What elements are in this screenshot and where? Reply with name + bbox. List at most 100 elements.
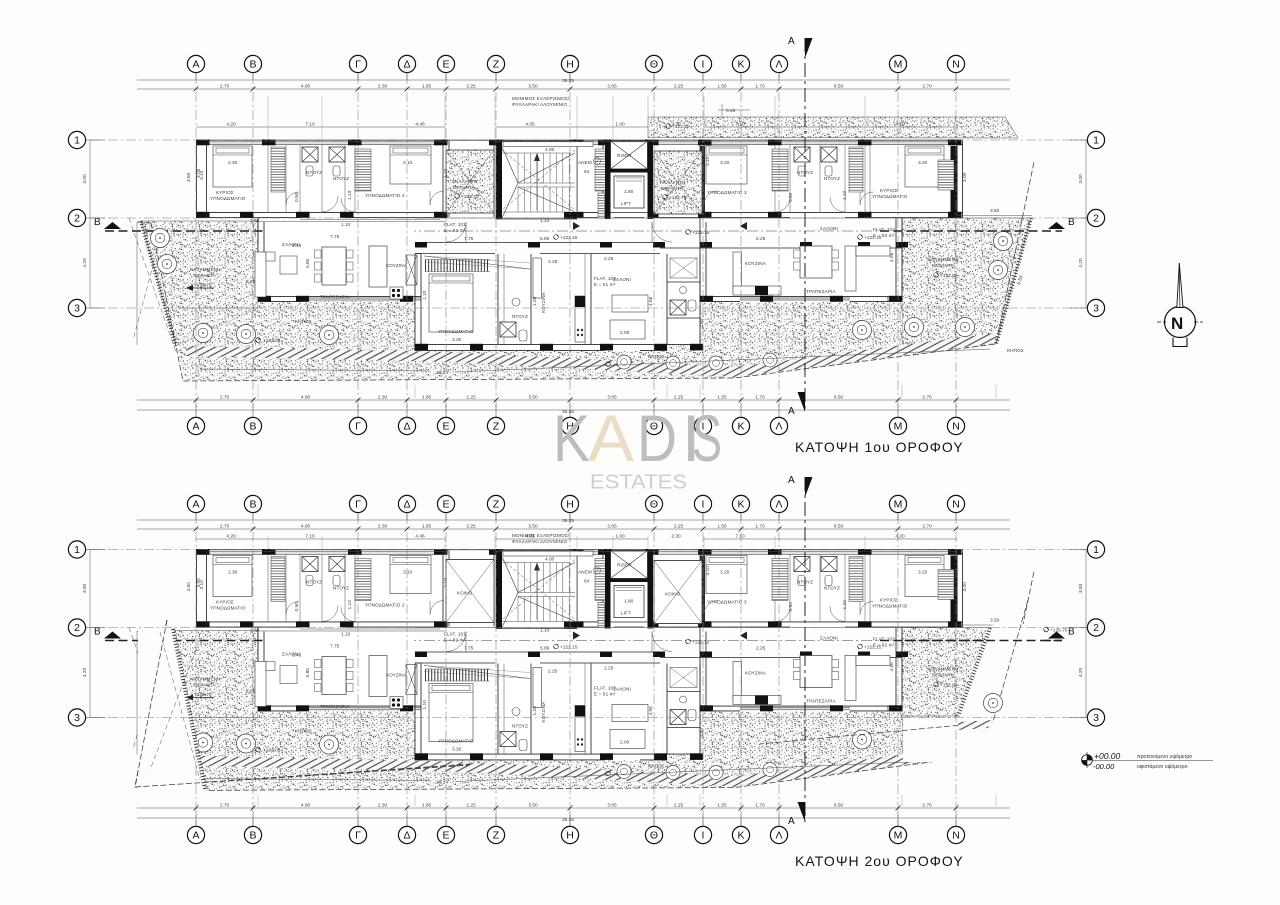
svg-text:1.70: 1.70: [755, 524, 765, 530]
svg-text:LIFT: LIFT: [621, 201, 631, 206]
svg-text:5.86: 5.86: [540, 236, 550, 242]
svg-text:Μ: Μ: [894, 421, 903, 433]
svg-text:36.35: 36.35: [562, 78, 574, 84]
svg-text:1.85: 1.85: [422, 395, 432, 401]
svg-text:Α: Α: [788, 475, 795, 486]
svg-text:1: 1: [74, 135, 80, 147]
svg-text:4.90: 4.90: [301, 803, 311, 809]
svg-text:3.00: 3.00: [82, 174, 88, 184]
svg-text:RISER: RISER: [617, 153, 632, 158]
svg-text:ΥΠΝΟΔΩΜΑΤΙΟ 2: ΥΠΝΟΔΩΜΑΤΙΟ 2: [365, 193, 405, 198]
svg-text:4.20: 4.20: [895, 534, 905, 540]
svg-text:2: 2: [74, 213, 80, 225]
svg-text:2.70: 2.70: [922, 524, 932, 530]
svg-text:Ν: Ν: [952, 499, 960, 511]
svg-text:Δ: Δ: [403, 59, 410, 71]
svg-text:ESTATES: ESTATES: [590, 471, 687, 494]
svg-text:Ζ: Ζ: [493, 421, 500, 433]
svg-text:2.25: 2.25: [548, 259, 558, 265]
svg-text:ΜΟΝΙΜΟΣ ΕΞΑΕΡΙΣΜΟΣ/: ΜΟΝΙΜΟΣ ΕΞΑΕΡΙΣΜΟΣ/: [512, 96, 570, 101]
svg-text:+132.70: +132.70: [669, 195, 687, 201]
svg-text:0.90: 0.90: [294, 192, 300, 202]
svg-text:3: 3: [74, 712, 80, 724]
svg-text:Κ: Κ: [737, 421, 744, 433]
svg-text:2: 2: [1093, 622, 1099, 634]
svg-text:1.70: 1.70: [755, 395, 765, 401]
svg-text:+132.70: +132.70: [461, 194, 479, 200]
svg-text:1.55: 1.55: [717, 803, 727, 809]
svg-text:+132.05: +132.05: [263, 338, 281, 344]
svg-text:Κ: Κ: [737, 499, 744, 511]
svg-text:0.90: 0.90: [788, 192, 794, 202]
svg-text:FLAT. 101: FLAT. 101: [444, 222, 466, 227]
svg-text:ΒΕΡΑΝΤΑ: ΒΕΡΑΝΤΑ: [453, 185, 476, 190]
svg-text:Ε = 82 m²: Ε = 82 m²: [873, 233, 895, 238]
svg-text:I: I: [682, 401, 700, 475]
svg-text:2.70: 2.70: [220, 803, 230, 809]
svg-text:3.50: 3.50: [528, 395, 538, 401]
svg-text:ΚΟΙΝΟ: ΚΟΙΝΟ: [457, 591, 473, 596]
svg-text:2.25: 2.25: [674, 84, 684, 90]
svg-text:3: 3: [1093, 712, 1099, 724]
svg-text:1.10: 1.10: [540, 218, 550, 224]
svg-text:Β: Β: [249, 830, 256, 842]
svg-text:ΚΑΤΟΨΗ 1ου ΟΡΟΦΟΥ: ΚΑΤΟΨΗ 1ου ΟΡΟΦΟΥ: [795, 439, 964, 455]
svg-text:4.56: 4.56: [889, 252, 895, 262]
svg-text:2.25: 2.25: [466, 395, 476, 401]
svg-text:ΚΟΙΝΟ: ΚΟΙΝΟ: [665, 592, 681, 597]
svg-text:1: 1: [1093, 135, 1099, 147]
svg-text:3.30: 3.30: [452, 337, 462, 343]
svg-text:Μ: Μ: [894, 59, 903, 71]
svg-text:1.10: 1.10: [842, 190, 848, 200]
svg-text:2.00: 2.00: [620, 330, 630, 336]
svg-text:3: 3: [74, 303, 80, 315]
svg-text:7.10: 7.10: [305, 122, 315, 128]
svg-text:2.70: 2.70: [922, 395, 932, 401]
svg-text:2.30: 2.30: [378, 524, 388, 530]
svg-text:3.50: 3.50: [528, 524, 538, 530]
svg-text:1.10: 1.10: [347, 190, 353, 200]
svg-text:3.65: 3.65: [607, 84, 617, 90]
svg-text:6.50: 6.50: [1016, 275, 1024, 286]
svg-text:7.75: 7.75: [464, 236, 474, 242]
svg-text:ΥΠΝΟΔΩΜΑΤΙΟ: ΥΠΝΟΔΩΜΑΤΙΟ: [210, 196, 246, 201]
svg-text:Ζ: Ζ: [493, 59, 500, 71]
svg-text:1.85: 1.85: [422, 803, 432, 809]
svg-text:ΚΟΥΖΙΝΑ: ΚΟΥΖΙΝΑ: [541, 291, 546, 313]
svg-text:Θ: Θ: [650, 59, 658, 71]
svg-text:2.25: 2.25: [674, 803, 684, 809]
svg-text:S: S: [692, 401, 722, 475]
svg-text:4.20: 4.20: [1078, 258, 1084, 268]
svg-text:Γ: Γ: [355, 499, 361, 511]
svg-text:2.25: 2.25: [466, 803, 476, 809]
svg-text:K: K: [553, 401, 590, 475]
svg-text:ΣΑΛΟΝΙ: ΣΑΛΟΝΙ: [282, 242, 300, 247]
svg-text:ΚΑΤΟΨΗ 2ου ΟΡΟΦΟΥ: ΚΑΤΟΨΗ 2ου ΟΡΟΦΟΥ: [795, 853, 964, 869]
svg-text:ΚΑΛΥΜΜΕΝΗ: ΚΑΛΥΜΜΕΝΗ: [928, 257, 959, 262]
svg-text:Ε: Ε: [442, 830, 449, 842]
svg-text:Θ: Θ: [650, 499, 658, 511]
svg-text:4.90: 4.90: [301, 395, 311, 401]
svg-text:4.00: 4.00: [545, 147, 555, 153]
svg-text:1.70: 1.70: [755, 84, 765, 90]
svg-text:ΦΥΛΛΑΡΑΚΙ ΑΛΟΥΜΙΝΙΟ: ΦΥΛΛΑΡΑΚΙ ΑΛΟΥΜΙΝΙΟ: [512, 102, 568, 107]
svg-text:4.20: 4.20: [82, 258, 88, 268]
svg-text:Λ: Λ: [775, 499, 782, 511]
svg-text:+135.70: +135.70: [1050, 628, 1068, 634]
svg-text:3.50: 3.50: [528, 803, 538, 809]
svg-text:D: D: [637, 401, 677, 475]
svg-text:4.20: 4.20: [82, 668, 88, 678]
svg-text:5.80: 5.80: [305, 258, 311, 268]
svg-text:ΝΤΟΥΖ: ΝΤΟΥΖ: [824, 176, 840, 181]
svg-text:3.10: 3.10: [199, 170, 205, 180]
svg-text:Α: Α: [192, 421, 199, 433]
svg-text:Γ: Γ: [355, 421, 361, 433]
svg-text:Η: Η: [566, 830, 574, 842]
svg-text:3.50: 3.50: [990, 208, 1000, 214]
svg-text:προτεινόμενο υψόμετρο: προτεινόμενο υψόμετρο: [1137, 753, 1192, 760]
svg-text:+122.15: +122.15: [560, 235, 578, 241]
svg-text:2.25: 2.25: [466, 524, 476, 530]
svg-text:3.46: 3.46: [292, 243, 302, 249]
svg-text:Γ: Γ: [355, 830, 361, 842]
svg-text:2.65: 2.65: [250, 218, 260, 224]
